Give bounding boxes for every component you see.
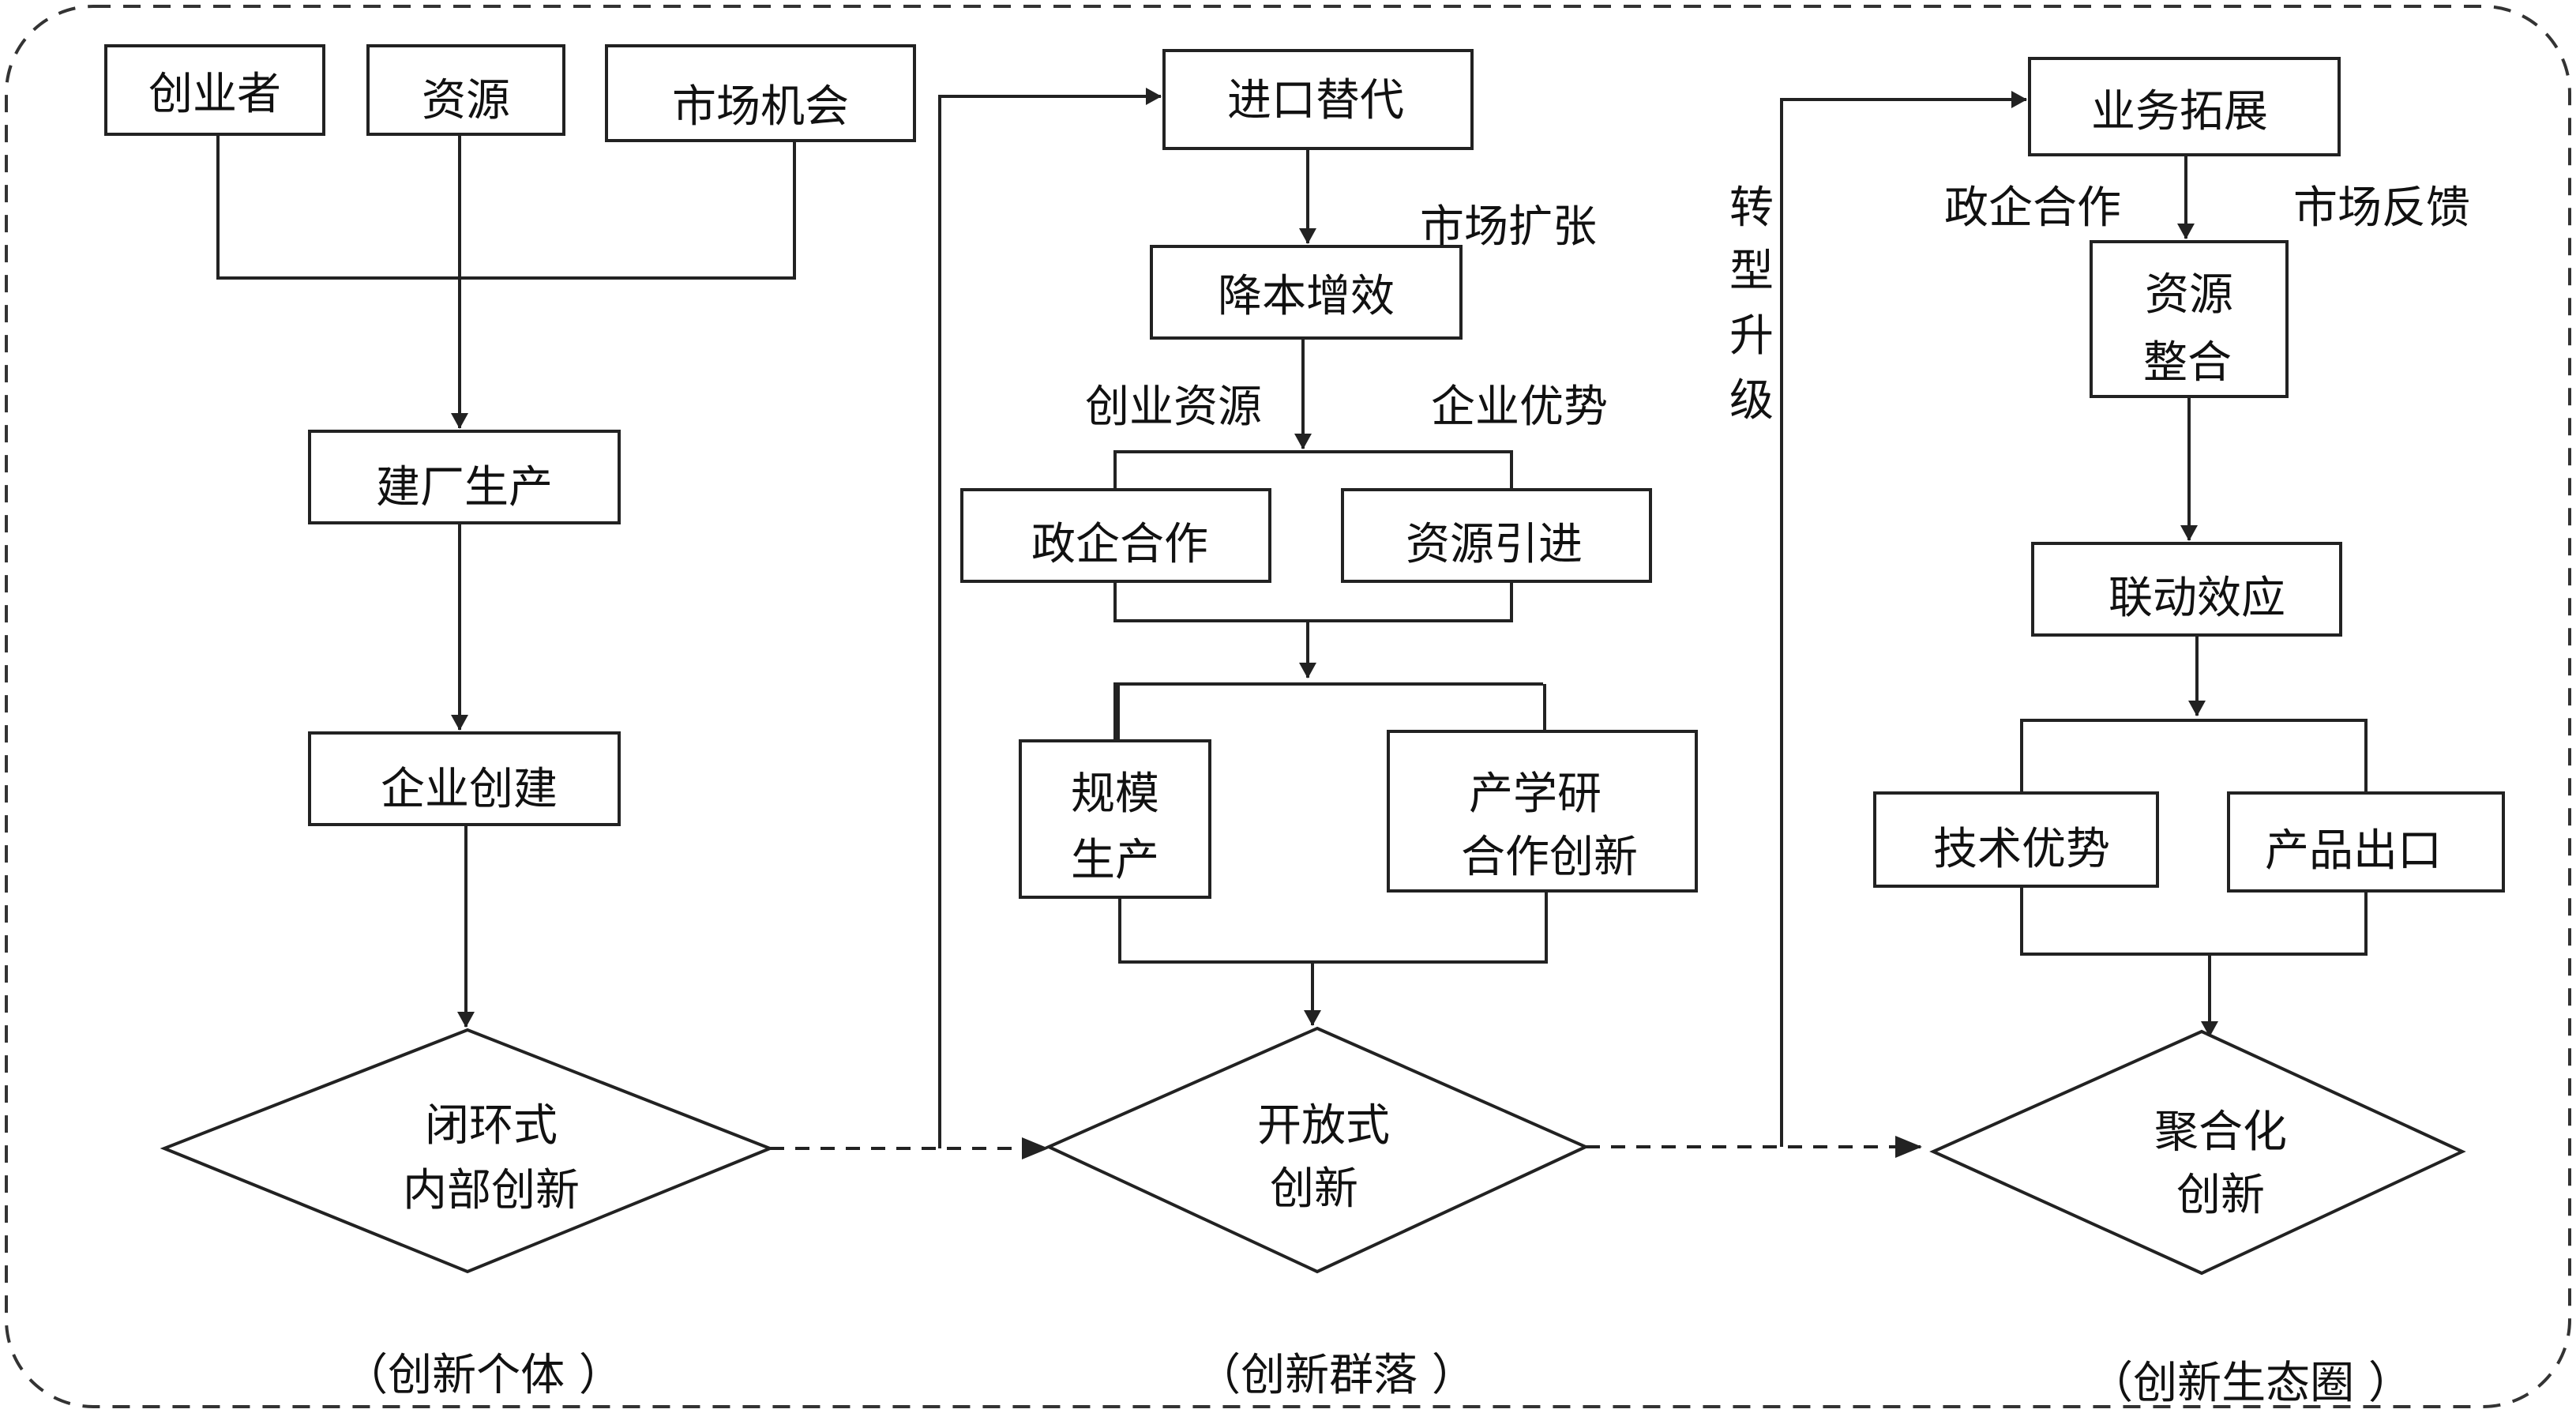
node-linkage-effect: 联动效应 [2031,542,2342,637]
node-open-innovation: 开放式 创新 [1045,1026,1590,1274]
edge-label-enterprise-advantage: 企业优势 [1431,381,1608,433]
node-resource-integration-label-1: 资源 [2145,269,2233,321]
edge-label-transformation-4: 级 [1729,375,1774,427]
node-product-export: 产品出口 [2227,791,2505,893]
node-cost-efficiency: 降本增效 [1150,245,1463,340]
edge-label-market-feedback: 市场反馈 [2293,182,2470,234]
outer-dashed-frame [5,5,2571,1408]
node-tech-advantage: 技术优势 [1873,791,2159,888]
stage-label-individual: （创新个体 ） [344,1350,623,1401]
node-tech-advantage-label: 技术优势 [1933,824,2110,875]
node-market-opportunity-label: 市场机会 [672,81,849,133]
edge-to-business-expansion [1780,91,2027,1147]
node-entrepreneur-label: 创业者 [148,69,281,120]
stage-label-community: （创新群落 ） [1196,1350,1476,1401]
edge-label-transformation-1: 转 [1729,182,1774,234]
edge-label-transformation-2: 型 [1729,246,1774,297]
node-resource-integration: 资源 整合 [2090,240,2289,398]
node-closed-innovation-label-2: 内部创新 [403,1165,580,1216]
edge-to-import-substitution [938,88,1162,1148]
node-resources-label: 资源 [422,75,510,126]
node-aggregated-innovation-label-1: 聚合化 [2154,1107,2287,1158]
node-gov-enterprise-coop-label: 政企合作 [1031,519,1208,570]
edge-merge-export [2020,886,2368,956]
node-scale-production-label-2: 生产 [1071,835,1159,886]
node-enterprise-founding: 企业创建 [308,731,621,826]
node-build-factory-label: 建厂生产 [376,462,553,513]
node-industry-academia: 产学研 合作创新 [1387,730,1698,893]
node-import-substitution-label: 进口替代 [1227,75,1404,126]
node-closed-innovation: 闭环式 内部创新 [160,1028,775,1274]
node-resource-introduction-label: 资源引进 [1406,519,1583,570]
node-resources: 资源 [366,44,565,136]
node-product-export-label: 产品出口 [2265,825,2442,877]
node-resource-integration-label-2: 整合 [2143,337,2232,389]
node-market-opportunity: 市场机会 [605,44,916,142]
node-aggregated-innovation: 聚合化 创新 [1929,1029,2466,1276]
node-open-innovation-label-2: 创新 [1270,1163,1358,1215]
node-import-substitution: 进口替代 [1162,49,1474,150]
node-business-expansion: 业务拓展 [2028,57,2341,156]
edge-label-gov-coop-right: 政企合作 [1944,182,2121,234]
edge-split-export [2020,719,2368,793]
node-aggregated-innovation-label-2: 创新 [2176,1170,2265,1221]
stage-label-ecosystem: （创新生态圈 ） [2089,1358,2413,1409]
edge-label-entrepreneurial-resources: 创业资源 [1085,381,1262,433]
edge-label-transformation-3: 升 [1729,310,1774,362]
node-scale-production-label-1: 规模 [1071,769,1159,820]
node-business-expansion-label: 业务拓展 [2091,86,2268,137]
edge-merge-cooperation [1113,581,1513,622]
node-linkage-effect-label: 联动效应 [2108,573,2285,624]
node-cost-efficiency-label: 降本增效 [1218,271,1395,322]
edge-merge-inputs [216,134,796,280]
node-scale-production: 规模 生产 [1019,739,1211,899]
node-resource-introduction: 资源引进 [1341,488,1652,583]
node-enterprise-founding-label: 企业创建 [381,764,558,815]
node-open-innovation-label-1: 开放式 [1257,1100,1390,1152]
edge-label-market-expansion: 市场扩张 [1420,201,1597,253]
node-gov-enterprise-coop: 政企合作 [960,488,1271,583]
node-industry-academia-label-2: 合作创新 [1461,832,1638,883]
edge-split-cooperation [1113,450,1513,490]
node-closed-innovation-label-1: 闭环式 [425,1100,558,1152]
edge-merge-production [1118,891,1548,964]
node-industry-academia-label-1: 产学研 [1469,769,1602,820]
node-entrepreneur: 创业者 [104,44,325,136]
node-build-factory: 建厂生产 [308,430,621,524]
